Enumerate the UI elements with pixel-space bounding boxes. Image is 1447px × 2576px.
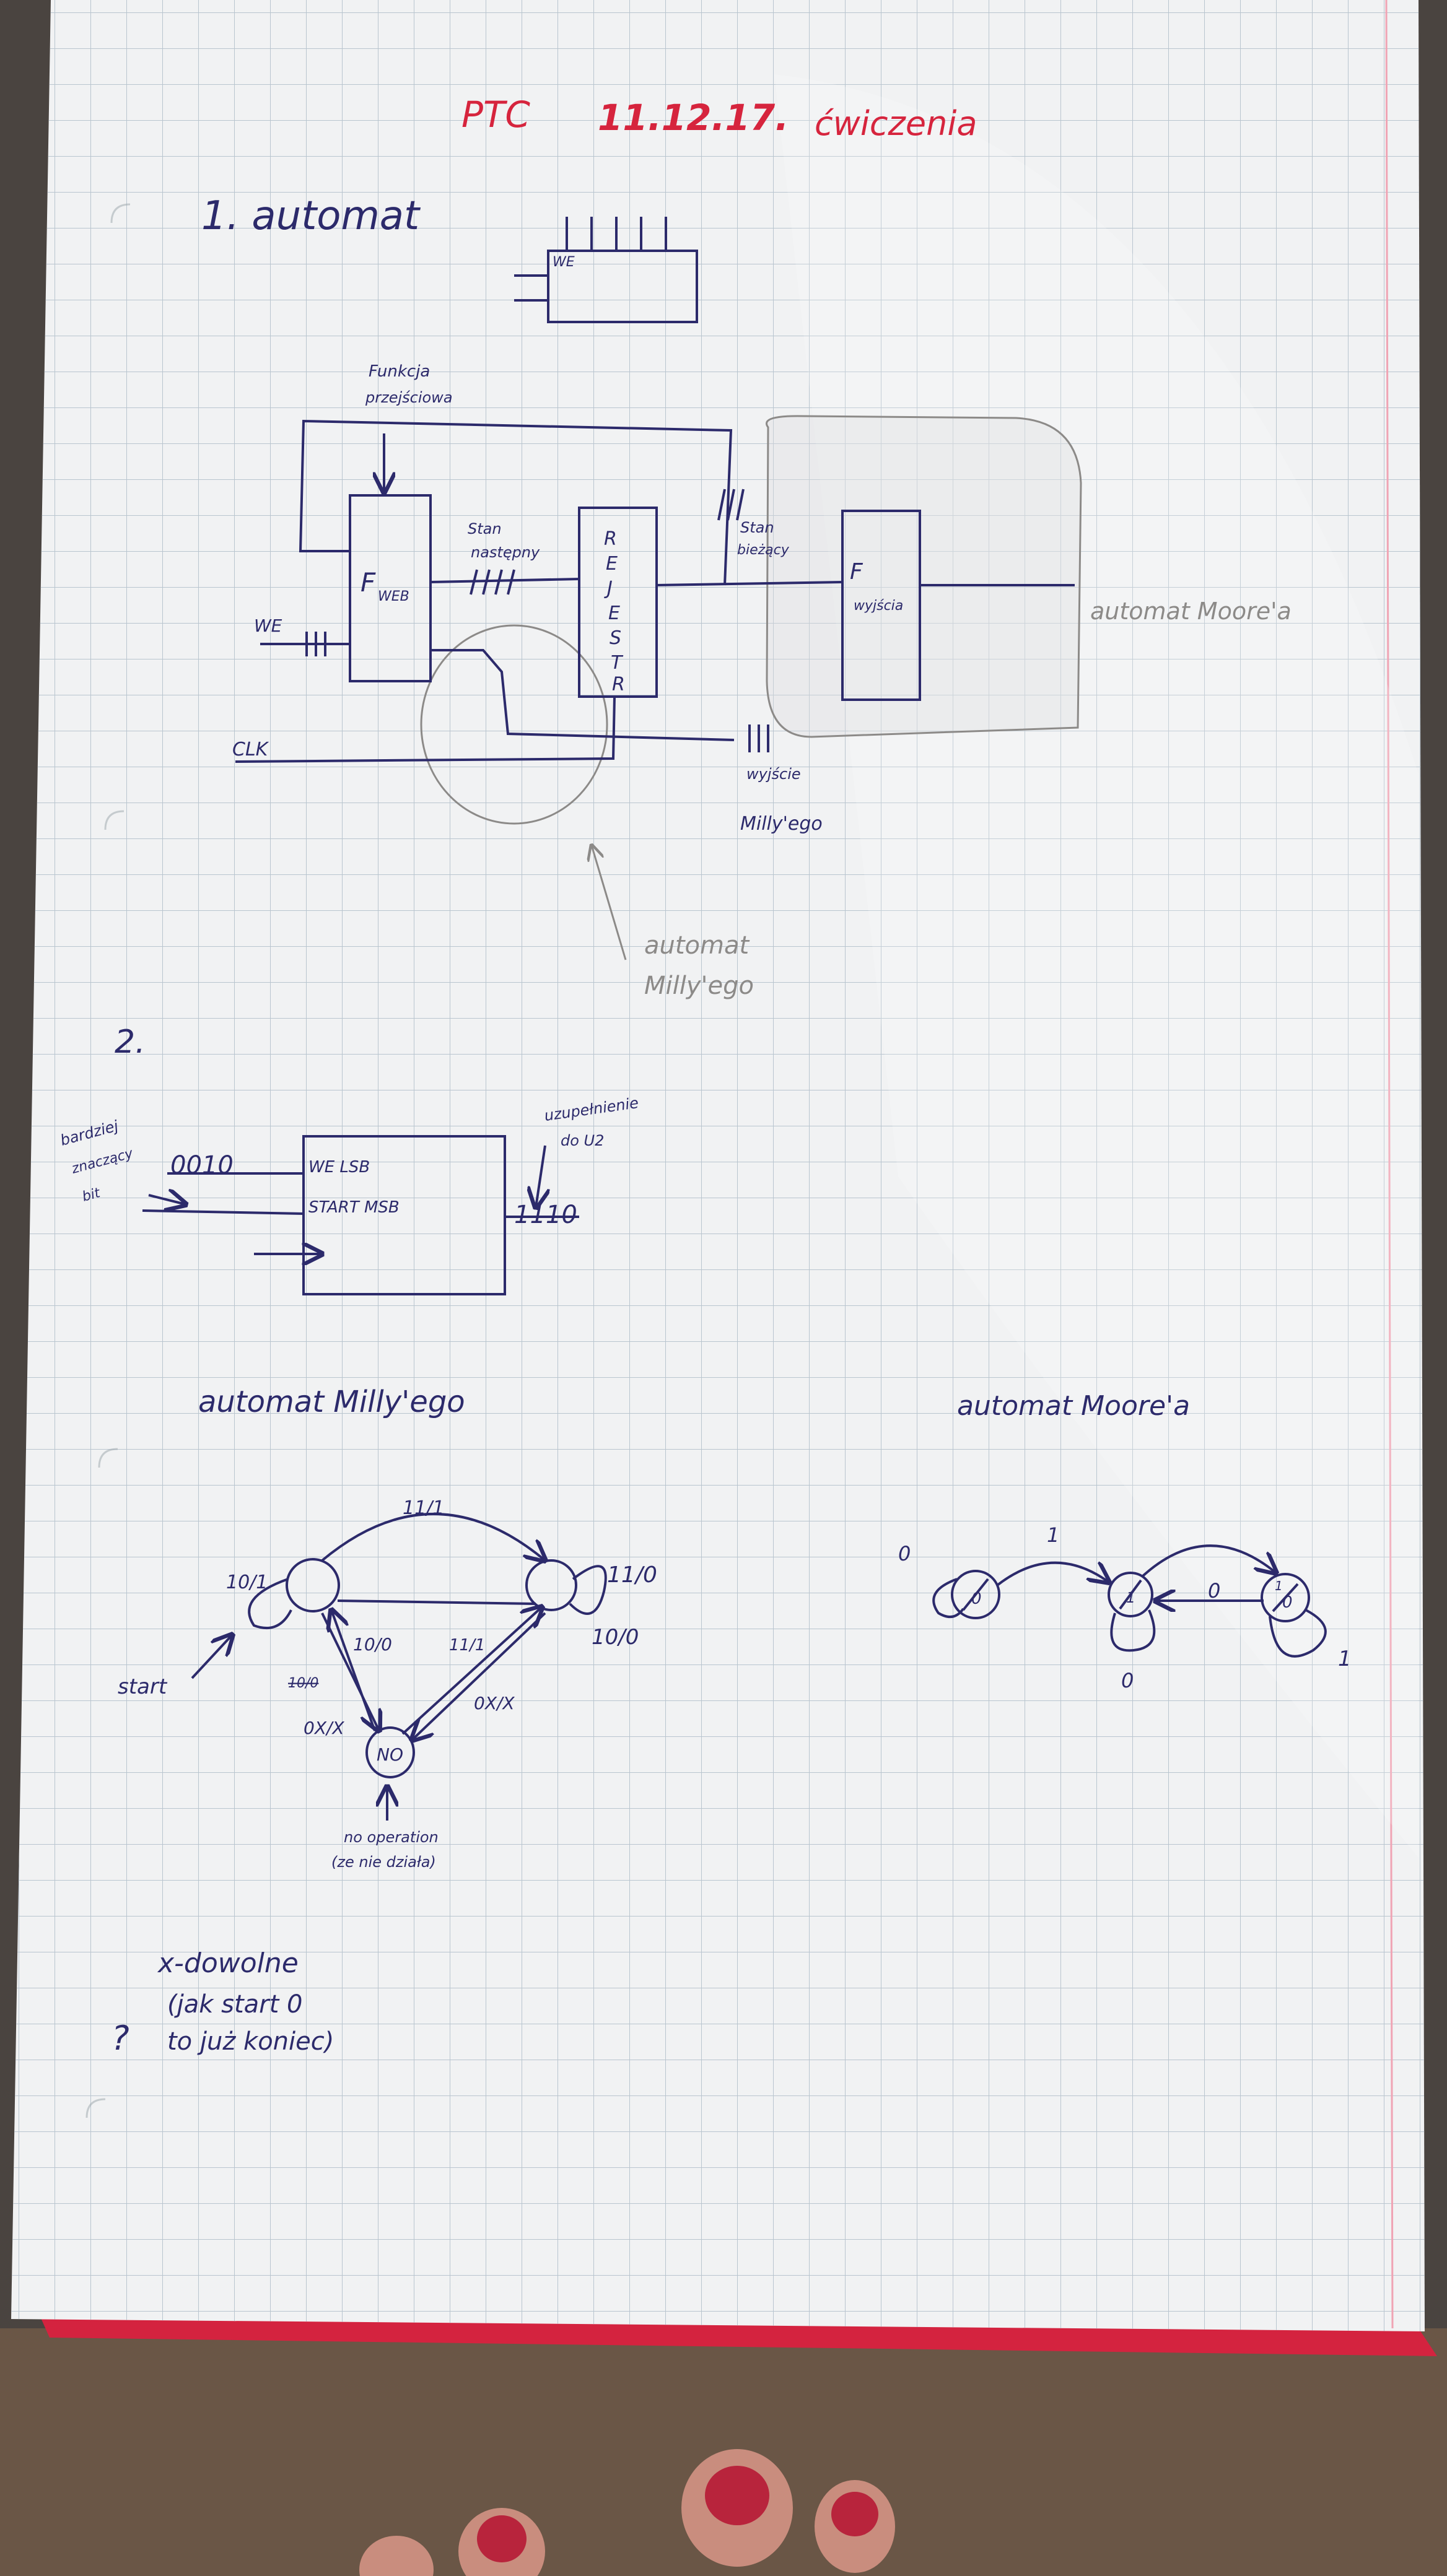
stan-biezacy-line2: bieżący	[737, 542, 790, 558]
moore-edge-cb: 0	[1208, 1579, 1220, 1603]
automat-milly-label: automat Milly'ego	[644, 931, 754, 1000]
moore-edge-ab: 1	[1047, 1523, 1059, 1547]
mealy-graph	[191, 1513, 607, 1821]
rejestr-letter-1: E	[606, 553, 618, 575]
rejestr-letter-6: R	[612, 674, 625, 695]
mealy-crossed: 10/0	[288, 1676, 318, 1691]
block-diagram-text: Funkcja przejściowa F WEB Stan następny …	[232, 362, 903, 835]
mealy-mid-left: 10/0	[353, 1634, 392, 1655]
mealy-state-left	[286, 1558, 340, 1612]
moore-state-c	[1261, 1573, 1310, 1622]
mealy-mid-right: 11/1	[449, 1636, 485, 1655]
rejestr-letter-5: T	[611, 652, 624, 674]
mealy-no-state: NO	[377, 1744, 403, 1765]
moore-state-c-top: 1	[1275, 1578, 1283, 1593]
footer-note: ? x-dowolne (jak start 0 to już koniec)	[111, 1947, 334, 2058]
port-bottom: START MSB	[308, 1198, 400, 1217]
mealy-no-note-line2: (ze nie działa)	[331, 1853, 436, 1871]
moore-labels: 0 1 0 1 0 1 0 0 1	[898, 1523, 1352, 1692]
svg-text:Milly'ego: Milly'ego	[644, 972, 754, 1000]
margin-line	[1385, 0, 1394, 2329]
section1-heading: 1. automat	[201, 193, 421, 239]
stan-biezacy-line1: Stan	[740, 519, 774, 536]
svg-text:automat: automat	[644, 931, 750, 960]
mealy-arc-top: 11/1	[403, 1497, 444, 1519]
mealy-labels: 11/1 10/1 11/0 10/0 10/0 11/1 10/0 0X/X …	[118, 1497, 657, 1871]
section2-block	[142, 1135, 579, 1295]
mealy-down-right: 0X/X	[474, 1693, 515, 1713]
footer-line3: to już koniec)	[167, 2027, 334, 2056]
wyjscie-milly-line1: wyjście	[746, 765, 801, 783]
moore-state-a	[951, 1570, 1000, 1619]
ring-holes	[85, 203, 131, 2118]
moore-region	[766, 415, 1082, 738]
page-shadow	[774, 74, 1419, 1858]
section2-number: 2.	[115, 1024, 146, 1061]
f-wyjscia-sub: wyjścia	[854, 598, 903, 614]
moore-self-c: 1	[1338, 1647, 1352, 1671]
f-wyjscia-label: F	[850, 559, 863, 585]
mealy-start: start	[118, 1674, 168, 1699]
we-input-label: WE	[254, 616, 282, 636]
rejestr-letter-0: R	[604, 528, 617, 550]
port-top: WE LSB	[308, 1158, 370, 1177]
paper-grid	[11, 0, 1425, 2331]
output-value: 1110	[514, 1201, 577, 1229]
footer-question-mark: ?	[111, 2019, 129, 2058]
wyjscie-milly-line2: Milly'ego	[740, 813, 823, 835]
we-input-block	[514, 217, 698, 323]
moore-self-a: 0	[898, 1542, 911, 1565]
automat-moore-label: automat Moore'a	[1090, 598, 1292, 625]
mealy-right-below: 10/0	[592, 1625, 639, 1650]
footer-line2: (jak start 0	[167, 1990, 302, 2019]
top-note-line2: do U2	[561, 1132, 604, 1149]
toes	[359, 2449, 895, 2576]
mealy-state-no	[365, 1726, 415, 1778]
f-przejscia-label: F	[361, 567, 376, 598]
mealy-self-right: 11/0	[607, 1562, 657, 1588]
moore-title: automat Moore'a	[957, 1390, 1190, 1422]
funkcja-przejscia-line2: przejściowa	[365, 389, 453, 406]
input-value: 0010	[170, 1151, 234, 1180]
mealy-self-left: 10/1	[226, 1572, 268, 1593]
stan-nastepny-line1: Stan	[468, 520, 502, 537]
moore-self-b: 0	[1121, 1669, 1134, 1692]
mealy-state-right	[525, 1559, 577, 1611]
clk-label: CLK	[232, 739, 269, 760]
mealy-title: automat Milly'ego	[198, 1385, 465, 1419]
moore-state-b	[1108, 1572, 1153, 1617]
mealy-region	[420, 624, 608, 825]
page-header: PTC 11.12.17. ćwiczenia	[461, 94, 977, 143]
mealy-no-note-line1: no operation	[344, 1829, 439, 1846]
header-subject: PTC	[461, 94, 530, 136]
moore-state-a-value: 0	[971, 1590, 982, 1608]
moore-state-b-value: 1	[1126, 1589, 1135, 1606]
moore-graph	[932, 1544, 1327, 1658]
header-date: 11.12.17.	[598, 97, 789, 139]
funkcja-przejscia-line1: Funkcja	[369, 362, 430, 381]
footer-line1: x-dowolne	[157, 1947, 299, 1979]
f-przejscia-sub: WEB	[378, 589, 409, 604]
milly-pointer-arrow	[592, 845, 627, 960]
moore-state-c-value: 0	[1282, 1593, 1293, 1612]
we-box-label: WE	[553, 255, 575, 270]
header-kind: ćwiczenia	[815, 104, 977, 143]
mealy-down-left: 0X/X	[304, 1718, 344, 1738]
rejestr-letter-4: S	[610, 627, 621, 649]
rejestr-letter-3: E	[608, 603, 620, 624]
block-diagram	[235, 419, 1075, 763]
stan-nastepny-line2: następny	[471, 544, 540, 561]
